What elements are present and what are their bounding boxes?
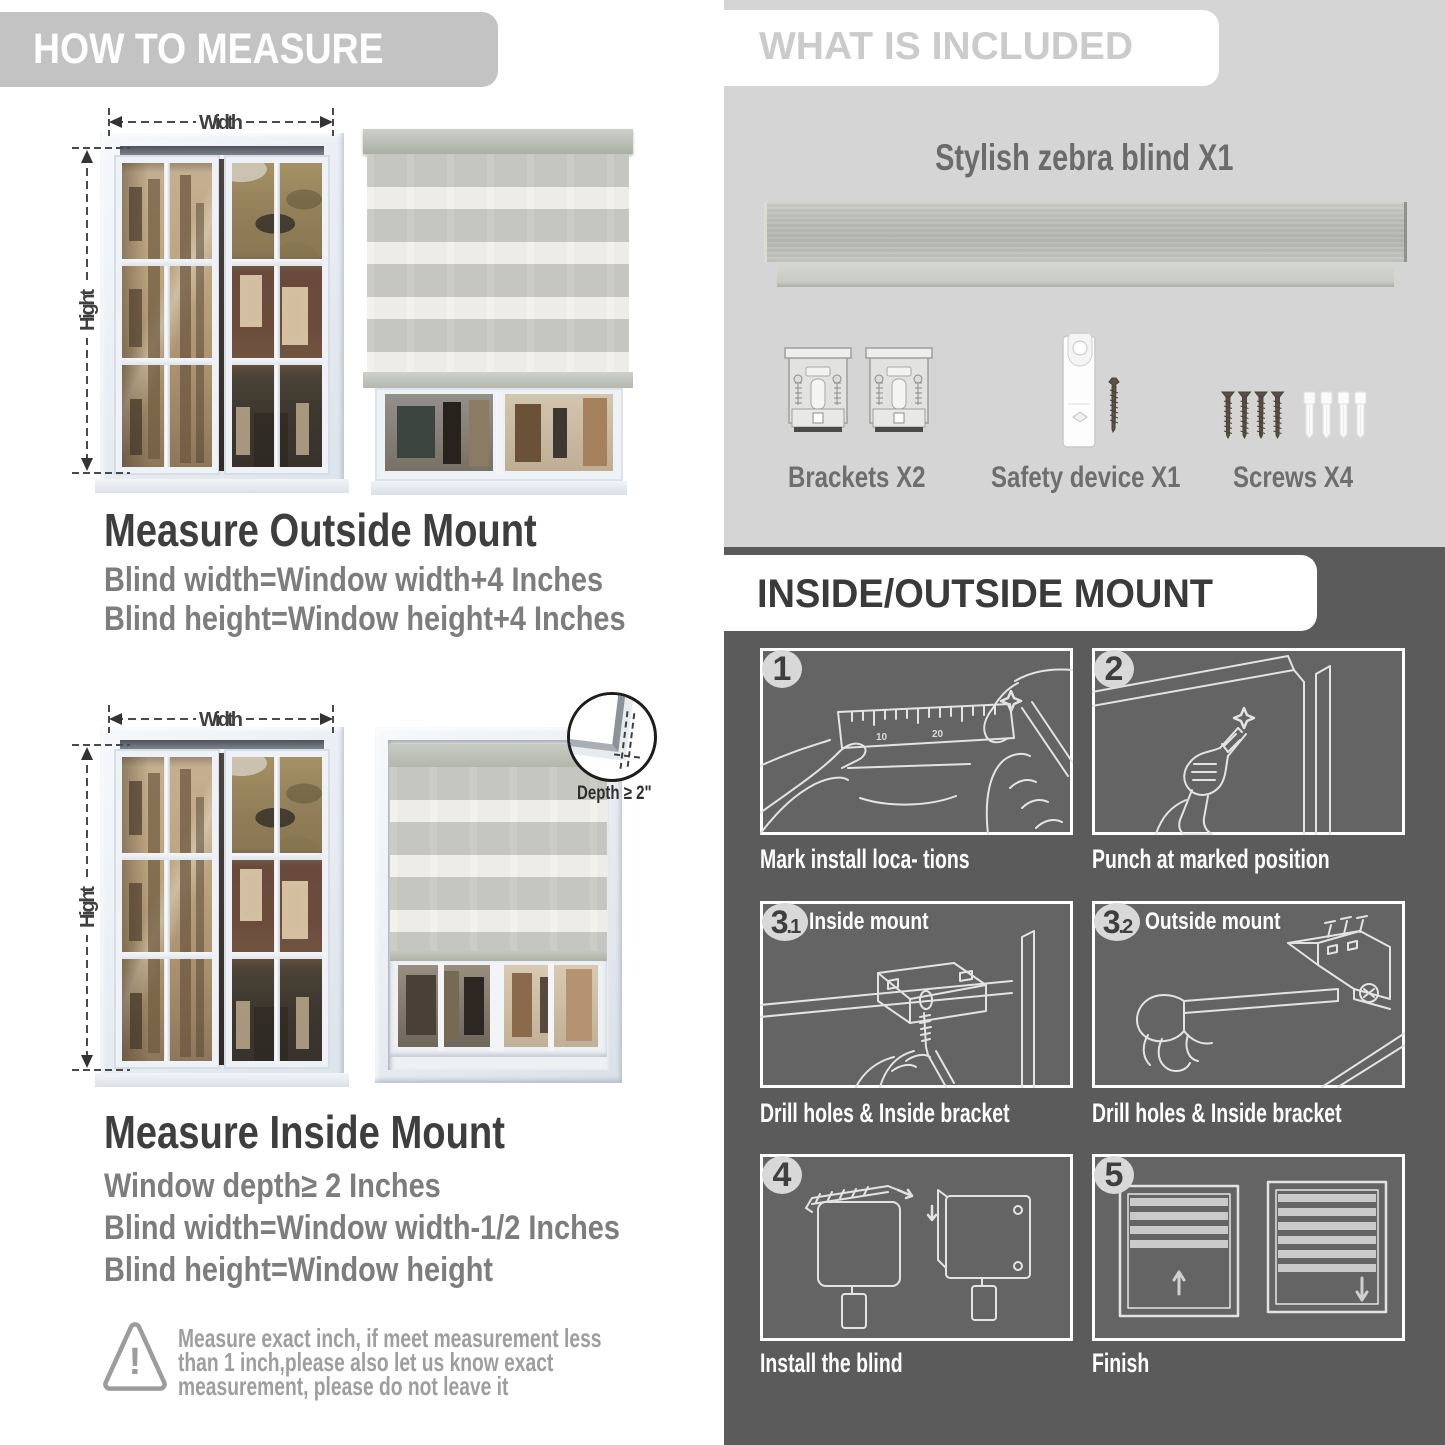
svg-text:Hight: Hight	[77, 289, 99, 331]
svg-text:Width: Width	[199, 709, 243, 731]
svg-text:Hight: Hight	[77, 886, 99, 928]
svg-text:20: 20	[932, 729, 944, 740]
svg-text:10: 10	[876, 732, 888, 743]
svg-text:Width: Width	[199, 112, 243, 134]
svg-text:!: !	[129, 1341, 142, 1383]
